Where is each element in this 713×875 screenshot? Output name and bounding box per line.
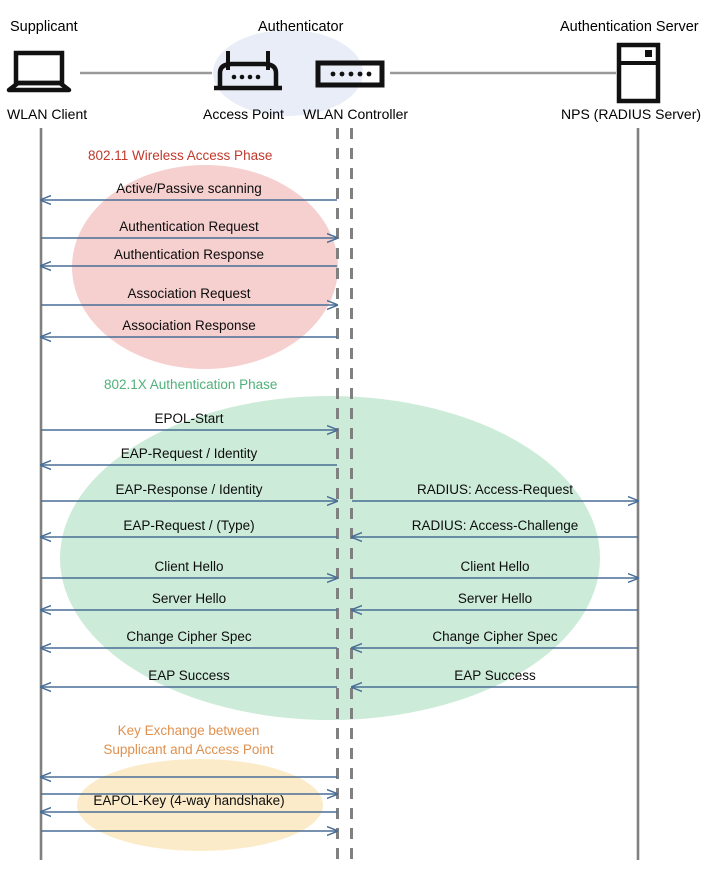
- msg-radius-access-challenge-label: RADIUS: Access-Challenge: [411, 518, 579, 533]
- phase-key-exchange-ellipse: [77, 759, 323, 851]
- msg-association-response-label: Association Response: [122, 318, 256, 333]
- device-label-access-point: Access Point: [203, 106, 284, 122]
- authenticator-group-ellipse: [213, 30, 363, 116]
- msg-eap-success-left-label: EAP Success: [148, 668, 230, 683]
- msg-change-cipher-spec-right-label: Change Cipher Spec: [432, 629, 558, 644]
- column-title-authentication-server: Authentication Server: [560, 19, 699, 35]
- phase-label-key-exchange-line2: Supplicant and Access Point: [103, 742, 274, 757]
- laptop-icon: [6, 50, 72, 93]
- device-label-wlan-client: WLAN Client: [7, 106, 88, 122]
- msg-server-hello-right-label: Server Hello: [457, 591, 533, 606]
- column-title-authenticator: Authenticator: [258, 19, 344, 35]
- phase-label-80211: 802.11 Wireless Access Phase: [88, 148, 273, 163]
- msg-server-hello-left-label: Server Hello: [151, 591, 227, 606]
- msg-eap-success-right-label: EAP Success: [454, 668, 536, 683]
- message-arrows-right: [352, 501, 638, 687]
- msg-client-hello-right-label: Client Hello: [460, 559, 530, 574]
- msg-eapol-start-label: EPOL-Start: [154, 411, 224, 426]
- phase-label-key-exchange-line1: Key Exchange between: [117, 723, 260, 738]
- phase-80211-ellipse: [72, 165, 338, 369]
- phase-8021x-ellipse: [60, 396, 600, 720]
- phase-label-8021x: 802.1X Authentication Phase: [104, 377, 278, 392]
- device-label-nps-radius-server: NPS (RADIUS Server): [561, 106, 702, 122]
- msg-eap-request-type-label: EAP-Request / (Type): [123, 518, 255, 533]
- msg-active-passive-scanning-label: Active/Passive scanning: [116, 181, 262, 196]
- access-point-icon: [214, 51, 282, 91]
- msg-eap-response-identity-label: EAP-Response / Identity: [115, 482, 263, 497]
- msg-eap-request-identity-label: EAP-Request / Identity: [120, 446, 258, 461]
- device-label-wlan-controller: WLAN Controller: [303, 106, 409, 122]
- wlan-controller-icon: [315, 60, 385, 88]
- msg-radius-access-request-label: RADIUS: Access-Request: [416, 482, 574, 497]
- msg-eapol-key-4way-label: EAPOL-Key (4-way handshake): [93, 793, 285, 808]
- msg-authentication-request-label: Authentication Request: [119, 219, 259, 234]
- msg-change-cipher-spec-left-label: Change Cipher Spec: [126, 629, 252, 644]
- msg-authentication-response-label: Authentication Response: [113, 247, 265, 262]
- msg-association-request-label: Association Request: [127, 286, 251, 301]
- phase-label-key-exchange: Key Exchange between Supplicant and Acce…: [101, 721, 276, 759]
- msg-client-hello-left-label: Client Hello: [154, 559, 224, 574]
- server-icon: [616, 42, 661, 104]
- message-arrows-left: [41, 200, 337, 831]
- column-title-supplicant: Supplicant: [10, 19, 78, 35]
